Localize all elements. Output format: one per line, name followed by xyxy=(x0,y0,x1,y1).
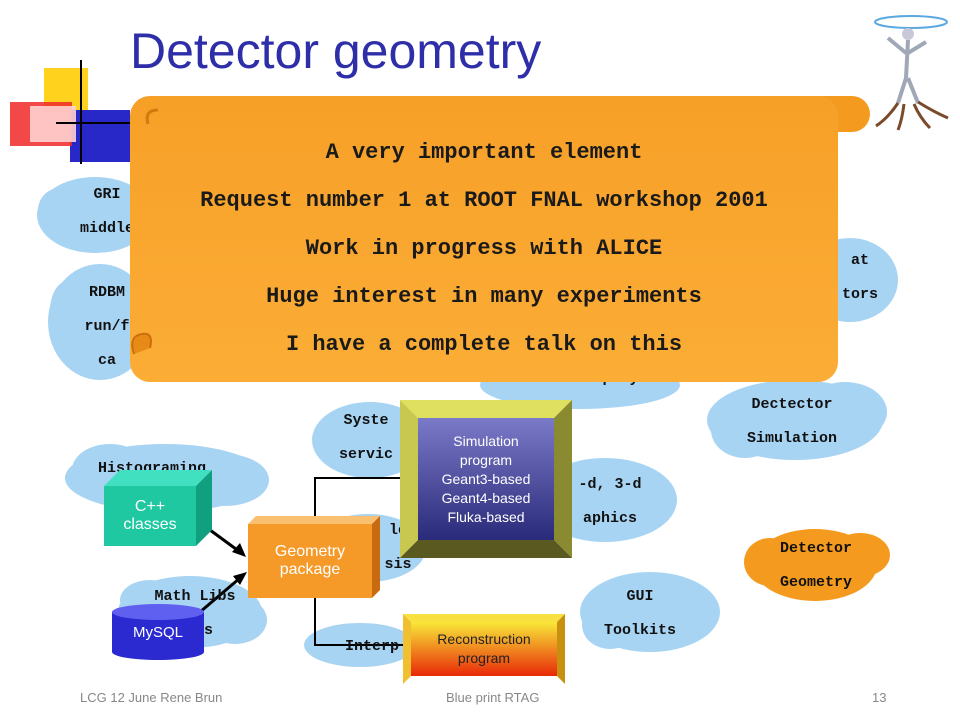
cloud-interpreter: Interp xyxy=(344,638,399,655)
simulation-program-box: Simulation program Geant3-based Geant4-b… xyxy=(400,400,572,558)
cpp-classes-box: C++ classes xyxy=(104,470,212,546)
geometry-package-box: Geometry package xyxy=(248,516,380,598)
cloud-graphics: -d, 3-d aphics xyxy=(578,476,642,527)
callout-line-4: Huge interest in many experiments xyxy=(266,284,702,309)
cloud-right-top: at tors xyxy=(841,252,878,303)
reconstruction-program-box: Reconstruction program xyxy=(403,614,565,684)
mysql-label: MySQL xyxy=(132,624,183,641)
tree-figure-icon xyxy=(874,15,949,131)
callout-scroll xyxy=(130,96,838,382)
callout-line-1: A very important element xyxy=(325,140,643,165)
mysql-database: MySQL xyxy=(112,604,204,660)
callout-line-3: Work in progress with ALICE xyxy=(305,236,663,261)
footer-page-number: 13 xyxy=(872,690,887,705)
callout-line-5: I have a complete talk on this xyxy=(285,332,683,357)
cloud-grid-middleware: GRI middle xyxy=(79,186,134,237)
callout-line-2: Request number 1 at ROOT FNAL workshop 2… xyxy=(200,188,768,213)
cloud-detector-simulation: Dectector Simulation xyxy=(746,396,837,447)
scroll-curl-decoration xyxy=(131,108,159,355)
cloud-detector-geometry: Detector Geometry xyxy=(779,540,852,591)
cloud-rdbms: RDBM run/f ca xyxy=(84,284,130,369)
cloud-gui-toolkits: GUI Toolkits xyxy=(603,588,676,639)
footer-left: LCG 12 June Rene Brun xyxy=(80,690,223,705)
page-title: Detector geometry xyxy=(130,23,542,79)
footer-center: Blue print RTAG xyxy=(446,690,540,705)
logo-decoration xyxy=(0,60,136,170)
cloud-system-services: Syste servic xyxy=(338,412,393,463)
